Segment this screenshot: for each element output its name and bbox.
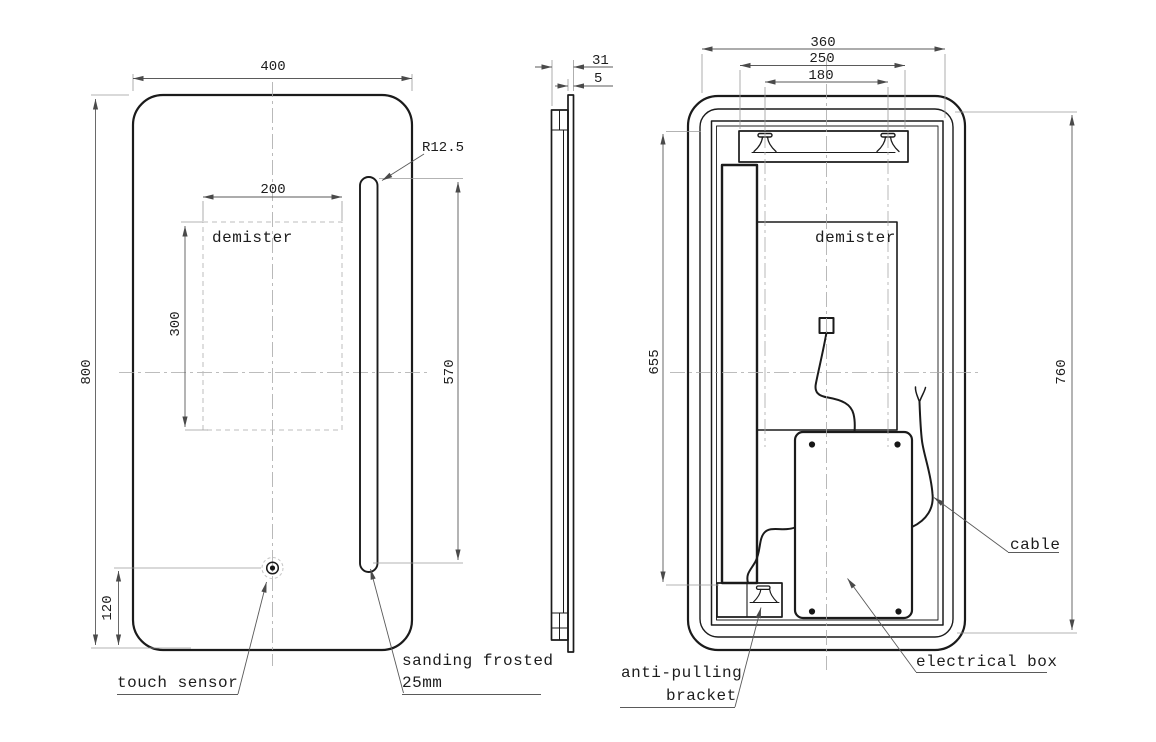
demister-zone-front xyxy=(202,221,343,431)
dim-back-width: 360 xyxy=(810,35,836,51)
frosted-led-strip xyxy=(359,176,379,573)
demister-label-back: demister xyxy=(815,229,896,247)
cable-label: cable xyxy=(1010,536,1061,554)
front-view xyxy=(91,74,541,695)
demister-label-front: demister xyxy=(212,229,293,247)
anti-pulling-bracket xyxy=(716,582,783,618)
dim-demister-width: 200 xyxy=(260,182,286,198)
back-view xyxy=(620,46,1077,708)
dim-glass: 5 xyxy=(594,71,603,87)
dim-sensor-offset: 120 xyxy=(100,595,116,621)
touch-sensor-label: touch sensor xyxy=(117,674,239,692)
dim-front-height: 800 xyxy=(79,359,95,385)
mains-cable xyxy=(911,401,934,528)
anti-pulling-label-line2: bracket xyxy=(666,687,737,705)
dim-bracket-width: 250 xyxy=(809,51,835,67)
dim-hanger-spacing: 180 xyxy=(808,68,834,84)
hanging-bracket-bar xyxy=(738,130,909,163)
dim-front-width: 400 xyxy=(260,59,286,75)
dim-thickness: 31 xyxy=(592,53,609,69)
led-channel-back xyxy=(720,163,759,585)
strip-cable xyxy=(746,526,796,584)
frosted-label-line1: sanding frosted xyxy=(402,652,554,670)
radius-callout: R12.5 xyxy=(422,140,465,156)
frosted-label-line2: 25mm xyxy=(402,674,443,692)
touch-sensor xyxy=(265,561,280,575)
dim-frame-height: 760 xyxy=(1054,359,1070,385)
dim-strip-height: 570 xyxy=(442,359,458,385)
anti-pulling-label-line1: anti-pulling xyxy=(621,664,743,682)
electrical-box-label: electrical box xyxy=(916,653,1058,671)
demister-cable xyxy=(814,331,856,433)
side-view xyxy=(535,60,613,653)
demister-pad-back xyxy=(756,221,898,431)
dim-demister-height: 300 xyxy=(168,311,184,337)
frame-profile xyxy=(550,109,569,641)
dim-inner-height: 655 xyxy=(647,349,663,375)
electrical-box xyxy=(793,430,914,620)
